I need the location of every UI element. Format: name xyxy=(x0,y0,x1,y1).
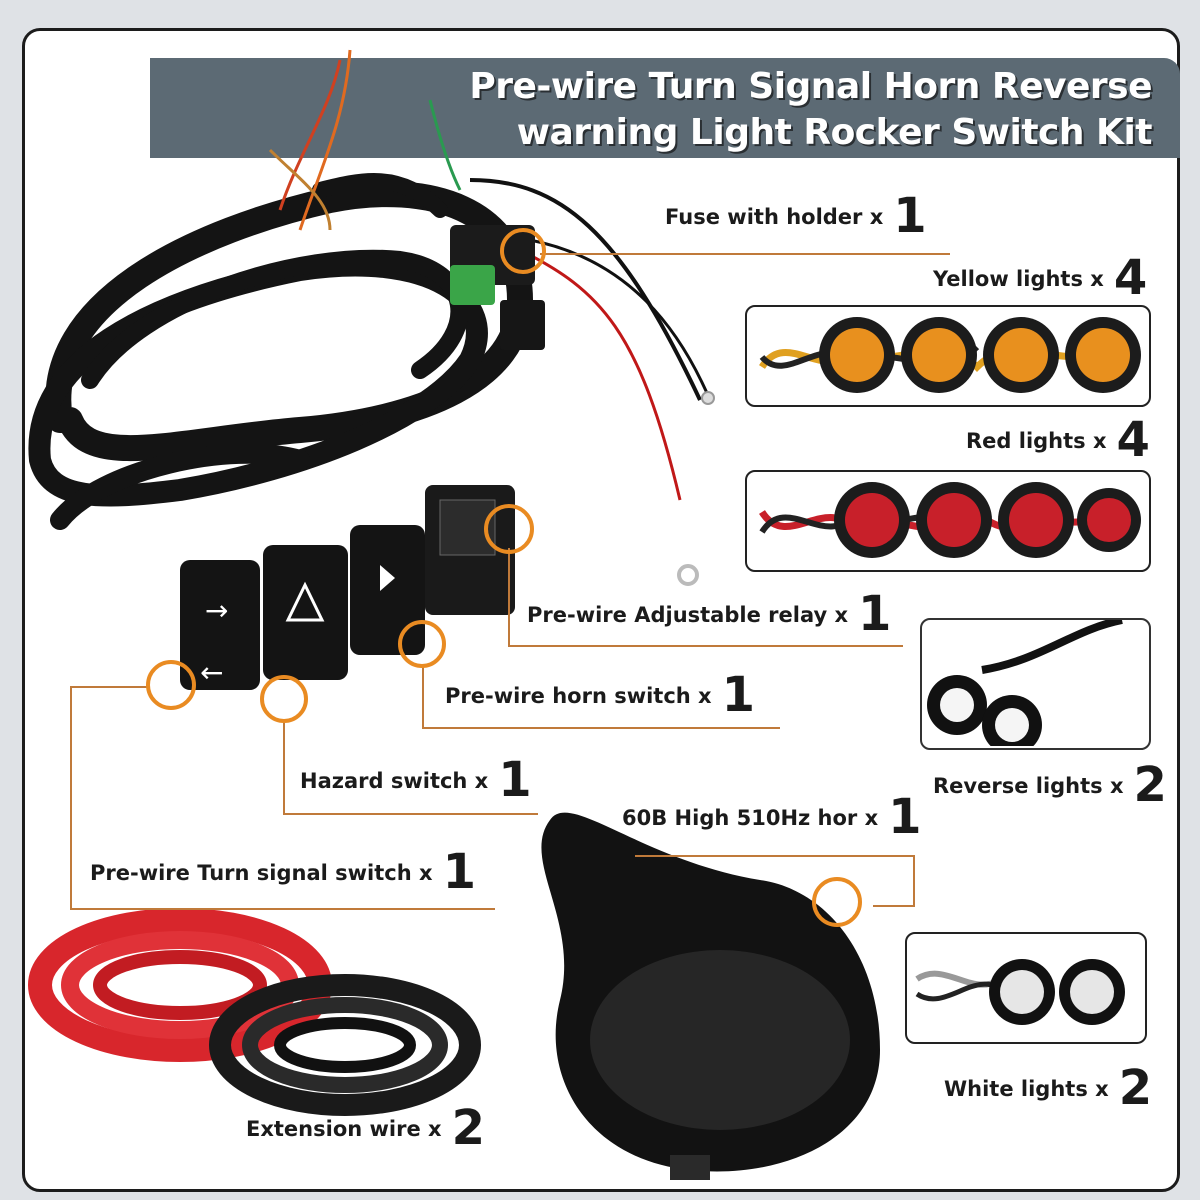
leader-relay-h xyxy=(508,645,903,647)
leader-fuse xyxy=(540,253,950,255)
svg-text:←: ← xyxy=(200,656,223,689)
white-lights-box xyxy=(905,932,1147,1044)
leader-horn-h xyxy=(635,855,915,857)
product-title: Pre-wire Turn Signal Horn Reverse warnin… xyxy=(469,64,1152,156)
callout-ring-horn xyxy=(812,877,862,927)
leader-turn-h xyxy=(70,908,495,910)
callout-ring-fuse xyxy=(500,228,546,274)
leader-hazard-h xyxy=(283,813,538,815)
horn-photo xyxy=(541,812,880,1180)
leader-hazard-v xyxy=(283,720,285,813)
leader-turn-top xyxy=(70,686,148,688)
reverse-lights-box xyxy=(920,618,1151,750)
callout-ring-horn-switch xyxy=(398,620,446,668)
leader-horn-v xyxy=(913,855,915,907)
extension-wires xyxy=(28,908,481,1116)
reverse-lights-photo xyxy=(927,620,1123,746)
leader-turn-v xyxy=(70,686,72,908)
title-line-2: warning Light Rocker Switch Kit xyxy=(516,112,1153,153)
yellow-lights-box xyxy=(745,305,1151,407)
svg-text:→: → xyxy=(205,594,228,627)
wire-leads xyxy=(268,49,712,501)
white-lights-photo xyxy=(915,959,1125,1025)
red-lights-photo xyxy=(759,482,1141,558)
red-lights-box xyxy=(745,470,1151,572)
leader-horn-switch-v xyxy=(422,665,424,727)
title-banner xyxy=(150,58,1180,158)
title-line-1: Pre-wire Turn Signal Horn Reverse xyxy=(469,66,1152,107)
yellow-lights-photo xyxy=(759,317,1141,393)
connector-terminal xyxy=(701,391,715,405)
callout-ring-turn xyxy=(146,660,196,710)
ring-terminal xyxy=(677,564,699,586)
rocker-switches: → ← xyxy=(180,525,425,690)
wiring-harness xyxy=(28,173,534,530)
leader-horn-switch-h xyxy=(422,727,780,729)
leader-relay-v xyxy=(508,548,510,645)
leader-horn-end xyxy=(873,905,915,907)
callout-ring-hazard xyxy=(260,675,308,723)
callout-ring-relay xyxy=(484,504,534,554)
